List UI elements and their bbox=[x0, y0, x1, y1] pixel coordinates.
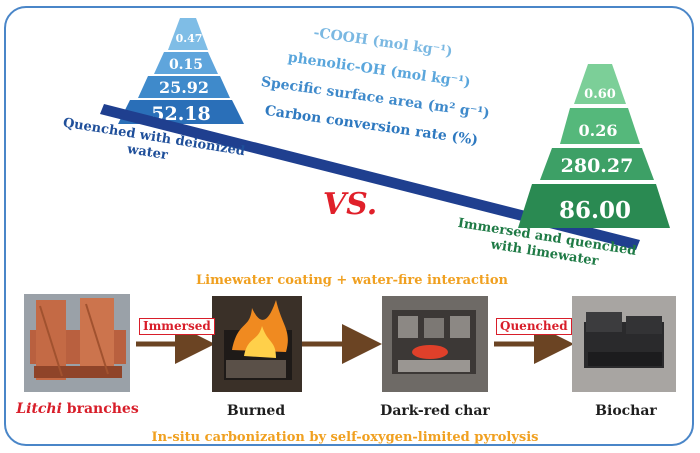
process-top-caption: Limewater coating + water-fire interacti… bbox=[196, 273, 509, 288]
right-value-1: 0.60 bbox=[584, 87, 616, 102]
step-label-burned: Burned bbox=[226, 403, 286, 419]
right-tier-3 bbox=[540, 148, 654, 180]
right-value-3: 280.27 bbox=[561, 155, 634, 177]
left-value-1: 0.47 bbox=[176, 32, 203, 45]
left-tier-1 bbox=[168, 18, 208, 50]
photo-dark-red-char bbox=[382, 296, 488, 392]
step-label-biochar: Biochar bbox=[595, 403, 657, 419]
process-bottom-caption: In-situ carbonization by self-oxygen-lim… bbox=[151, 430, 538, 445]
metric-labels: -COOH (mol kg⁻¹) phenolic-OH (mol kg⁻¹) … bbox=[260, 25, 491, 149]
arrow-label-immersed: Immersed bbox=[139, 318, 215, 335]
right-tier-2 bbox=[560, 108, 640, 144]
left-value-2: 0.15 bbox=[169, 57, 203, 73]
left-label-line2: water bbox=[125, 142, 169, 163]
left-pyramid: 0.47 0.15 25.92 52.18 bbox=[118, 18, 244, 125]
left-tier-2 bbox=[154, 52, 218, 74]
right-pyramid: 0.60 0.26 280.27 86.00 bbox=[518, 64, 670, 228]
photo-litchi-branches bbox=[24, 294, 130, 392]
left-value-4: 52.18 bbox=[151, 103, 211, 125]
photo-burned bbox=[212, 296, 302, 392]
right-value-4: 86.00 bbox=[559, 197, 631, 224]
step-label-char: Dark-red char bbox=[380, 403, 490, 419]
vs-label: VS. bbox=[323, 187, 377, 222]
step-label-litchi: Litchi branches bbox=[10, 402, 145, 417]
right-value-2: 0.26 bbox=[579, 121, 618, 140]
seesaw-bar bbox=[100, 104, 640, 250]
left-tier-3 bbox=[138, 76, 230, 98]
right-tier-4 bbox=[518, 184, 670, 228]
photo-biochar bbox=[572, 296, 676, 392]
figure-frame bbox=[4, 6, 694, 446]
step-label-litchi-rest: branches bbox=[61, 401, 139, 417]
left-value-3: 25.92 bbox=[159, 78, 209, 97]
arrow-label-quenched: Quenched bbox=[496, 318, 572, 335]
step-label-litchi-italic: Litchi bbox=[16, 401, 62, 417]
right-tier-1 bbox=[574, 64, 626, 104]
